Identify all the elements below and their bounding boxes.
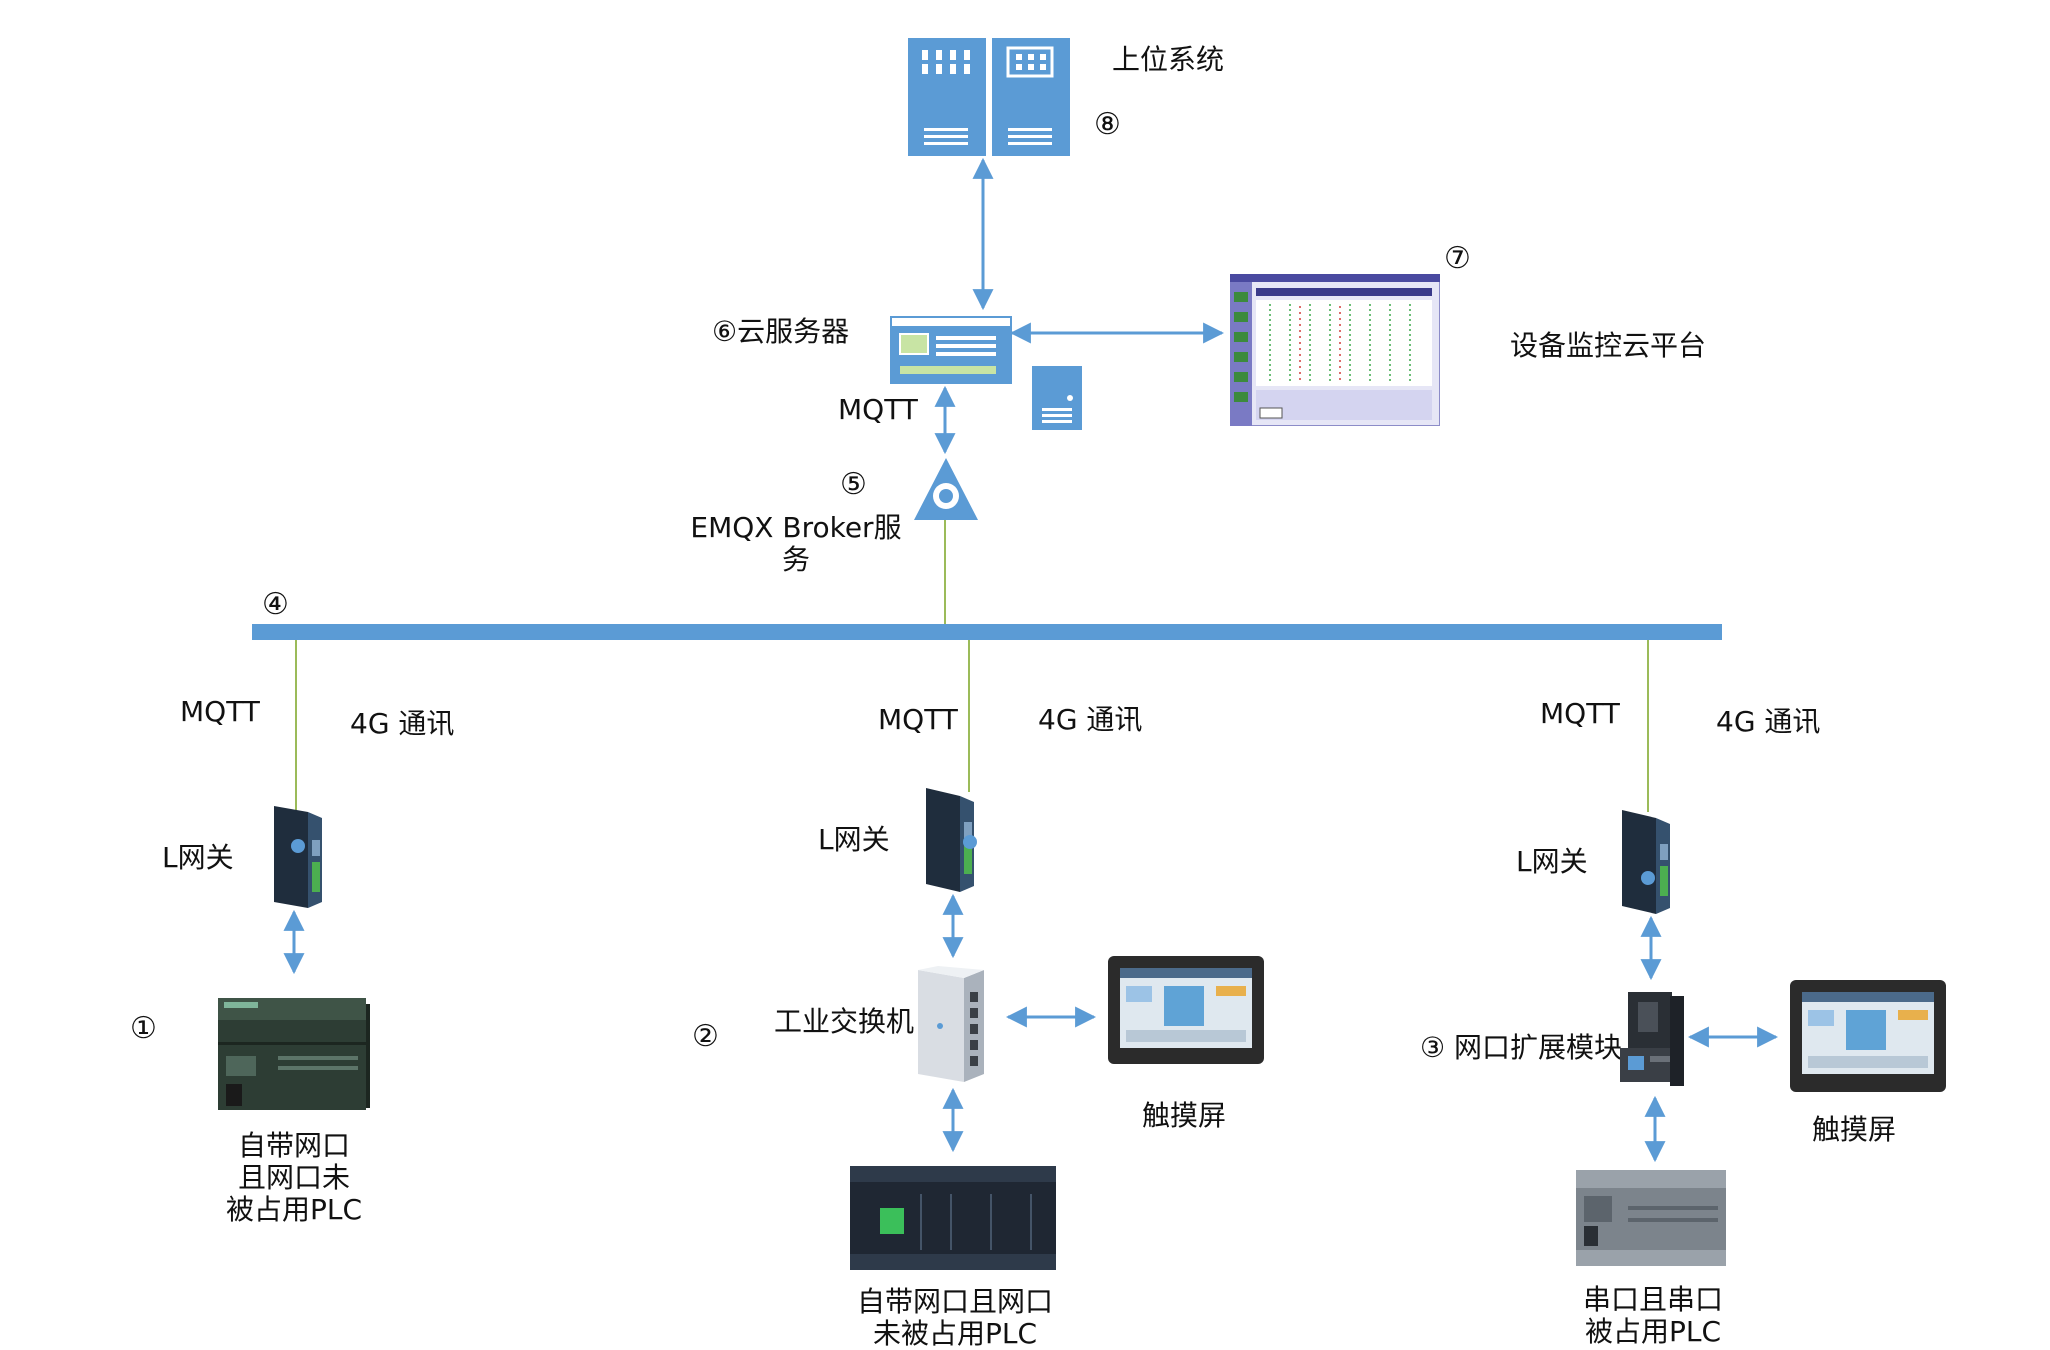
branch1-comm-label: 4G 通讯 [350,707,455,740]
branch1-gateway-icon [268,806,324,908]
branch2-plc-icon [850,1160,1056,1276]
cloud-server-mqtt-label: MQTT [838,393,918,426]
branch3-module-label: ③ 网口扩展模块 [1420,1031,1623,1064]
branch1-gateway-label: L网关 [162,841,234,874]
branch2-mqtt-label: MQTT [878,703,958,736]
branch3-comm-label: 4G 通讯 [1716,705,1821,738]
upper-system-marker: ⑧ [1094,107,1121,142]
branch2-plc-label: 自带网口且网口 未被占用PLC [832,1285,1078,1350]
monitor-platform-screenshot [1229,273,1441,427]
branch3-touchscreen-icon [1790,980,1946,1092]
branch1-plc-line2: 且网口未 [237,1161,350,1195]
network-bus [252,624,1722,640]
ethernet-module-icon [1620,990,1688,1094]
branch3-plc-line1: 串口且串口 [1582,1283,1723,1316]
branch1-plc-line1: 自带网口 [237,1129,350,1162]
branch3-plc-icon [1576,1166,1730,1268]
branch1-marker: ① [130,1011,157,1046]
branch3-gateway-label: L网关 [1516,845,1588,878]
branch3-mqtt-label: MQTT [1540,697,1620,730]
broker-label-line2: 务 [781,543,810,577]
branch2-gateway-icon [922,788,978,892]
cloud-server-icon [890,316,1012,384]
branch1-plc-line3: 被占用PLC [225,1193,363,1227]
broker-marker: ⑤ [840,467,867,502]
branch2-plc-line2: 未被占用PLC [872,1317,1038,1350]
branch1-mqtt-label: MQTT [180,695,260,728]
monitor-platform-marker: ⑦ [1444,241,1471,276]
upper-system-label: 上位系统 [1112,43,1225,76]
branch2-touchscreen-icon [1108,956,1264,1064]
branch3-touchscreen-label: 触摸屏 [1812,1113,1897,1146]
branch2-touchscreen-label: 触摸屏 [1142,1099,1227,1132]
branch1-plc-label: 自带网口 且网口未 被占用PLC [186,1129,402,1227]
industrial-switch-icon [914,966,988,1084]
branch3-plc-label: 串口且串口 被占用PLC [1540,1283,1766,1349]
branch2-comm-label: 4G 通讯 [1038,703,1143,736]
branch2-marker: ② [692,1019,719,1054]
broker-label-line1: EMQX Broker服 [690,511,902,544]
branch2-switch-label: 工业交换机 [774,1005,915,1038]
server-box-icon [1032,366,1082,430]
branch3-plc-line2: 被占用PLC [1584,1315,1722,1349]
monitor-platform-label: 设备监控云平台 [1510,329,1707,362]
branch3-gateway-icon [1618,810,1672,914]
branch2-gateway-label: L网关 [818,823,890,856]
cloud-server-label: ⑥云服务器 [712,315,850,348]
broker-icon [912,456,980,522]
broker-label: EMQX Broker服 务 [676,511,916,577]
bus-marker: ④ [262,587,289,622]
upper-system-icon [908,38,1070,156]
branch2-plc-line1: 自带网口且网口 [856,1285,1053,1318]
branch1-plc-icon [218,994,370,1114]
